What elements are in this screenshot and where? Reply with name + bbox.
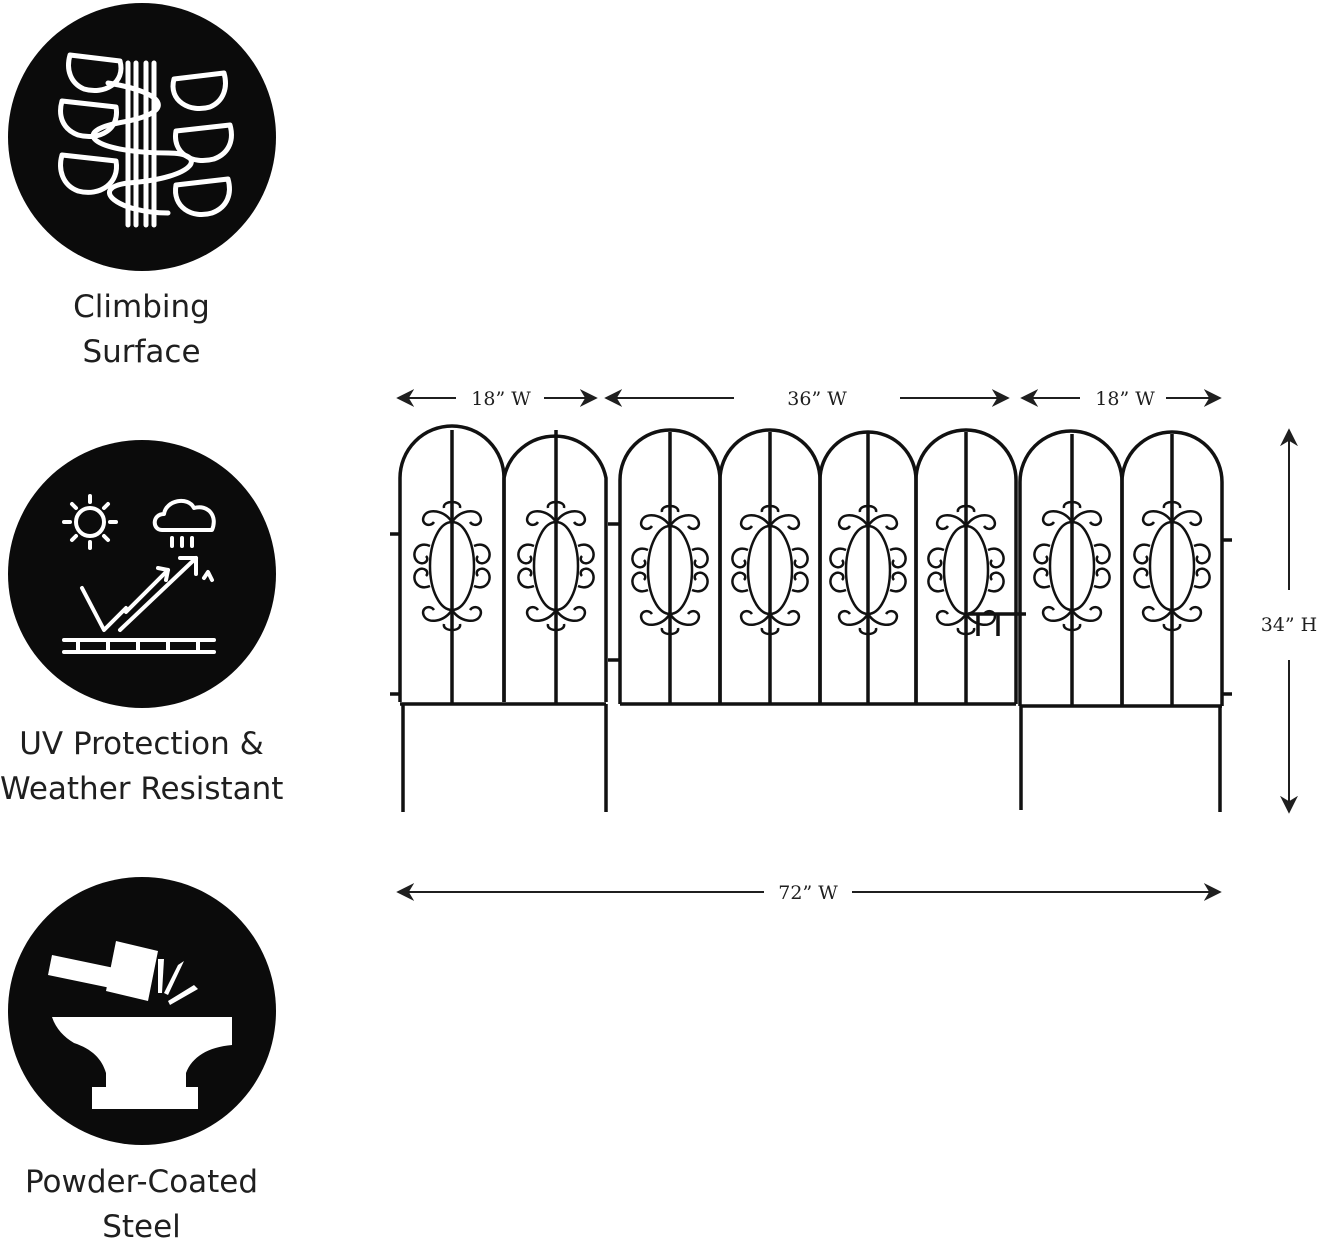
- fence-dimension-diagram: 18” W 36” W 18” W 34” H 72” W: [380, 370, 1318, 930]
- dimension-height-label: 34” H: [1261, 614, 1318, 636]
- feature-label-line1: Powder-Coated: [24, 1164, 259, 1200]
- dimension-right-width-label: 18” W: [1095, 388, 1155, 410]
- feature-label-line2: Surface: [82, 334, 201, 370]
- feature-label-line1: UV Protection &: [19, 726, 264, 762]
- feature-label-line2: Steel: [102, 1209, 181, 1245]
- anvil-hammer-icon: [8, 877, 276, 1145]
- climbing-vine-icon: [8, 3, 276, 271]
- feature-label: Climbing Surface: [0, 285, 283, 375]
- feature-label: Powder-Coated Steel: [0, 1160, 283, 1250]
- feature-label-line2: Weather Resistant: [0, 771, 284, 807]
- fence-svg: 18” W 36” W 18” W 34” H 72” W: [390, 388, 1318, 904]
- fence-panel-middle: [608, 428, 1026, 706]
- fence-panel-left: [390, 424, 608, 812]
- feature-label: UV Protection & Weather Resistant: [0, 722, 283, 812]
- uv-weather-icon: [8, 440, 276, 708]
- dimension-left-width-label: 18” W: [471, 388, 531, 410]
- feature-label-line1: Climbing: [73, 289, 210, 325]
- fence-panel-right: [1018, 429, 1232, 812]
- dimension-middle-width-label: 36” W: [787, 388, 847, 410]
- dimension-total-width-label: 72” W: [778, 882, 838, 904]
